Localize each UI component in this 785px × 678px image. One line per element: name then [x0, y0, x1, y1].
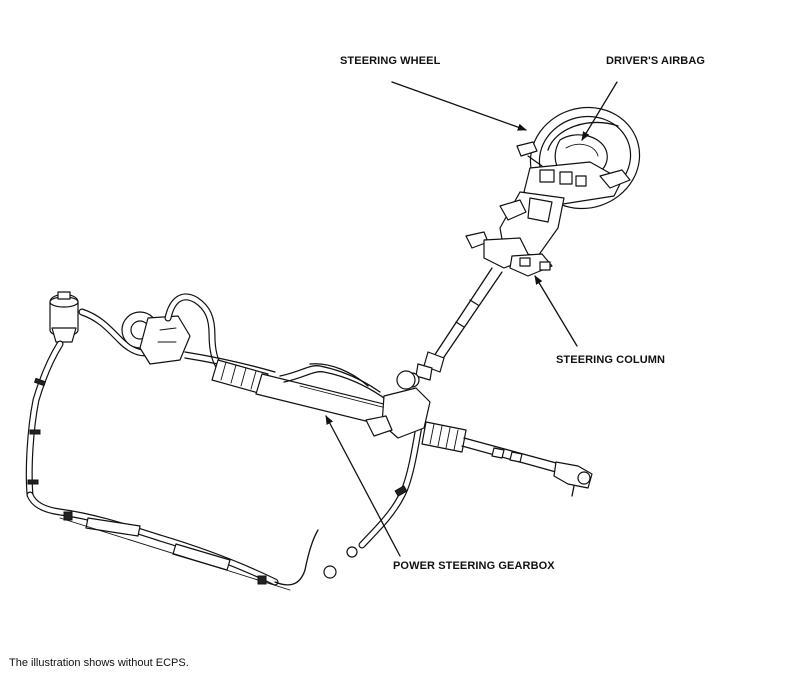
cooler-pipes	[59, 511, 358, 591]
power-steering-gearbox	[211, 359, 593, 497]
steering-column-leader	[534, 275, 578, 347]
steering-column	[404, 161, 631, 388]
drivers-airbag-label: DRIVER'S AIRBAG	[606, 55, 706, 67]
pressure-hose	[164, 293, 424, 549]
drivers-airbag-leader	[581, 81, 618, 141]
steering-wheel-label: STEERING WHEEL	[340, 55, 441, 67]
steering-wheel-leader	[391, 81, 527, 131]
footnote: The illustration shows without ECPS.	[9, 657, 189, 669]
steering-column-label: STEERING COLUMN	[556, 354, 666, 366]
power-steering-gearbox-leader	[325, 415, 401, 557]
pump	[121, 311, 191, 365]
power-steering-gearbox-label: POWER STEERING GEARBOX	[393, 560, 555, 572]
fluid-reservoir	[49, 291, 79, 343]
